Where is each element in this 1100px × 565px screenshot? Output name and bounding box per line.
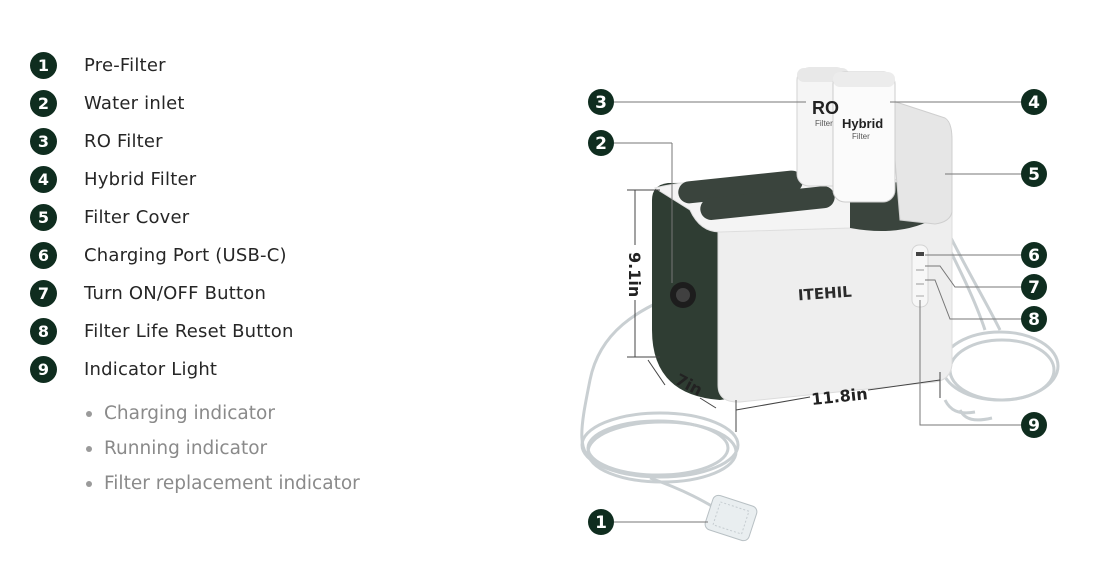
legend-label: Indicator Light [84,359,218,380]
ro-filter-subtitle: Filter [815,119,833,128]
number-badge: 3 [30,128,57,155]
number-badge: 6 [30,242,57,269]
number-badge: 8 [30,318,57,345]
callout-leader-lines [614,101,1021,523]
ro-filter-title: RO [812,98,839,118]
indicator-label: Charging indicator [104,403,275,424]
callout-badge-9: 9 [1021,412,1047,438]
hybrid-filter-illustration [832,71,896,203]
svg-text:2: 2 [595,134,607,154]
legend-item-5: 5 Filter Cover [30,204,390,232]
legend-item-3: 3 RO Filter [30,128,390,156]
callout-badge-6: 6 [1021,242,1047,268]
dimension-lines [627,189,941,432]
hybrid-filter-subtitle: Filter [852,132,870,141]
callout-badge-2: 2 [588,130,614,156]
legend-item-9: 9 Indicator Light [30,356,390,384]
legend-item-2: 2 Water inlet [30,90,390,118]
legend-label: Pre-Filter [84,55,166,76]
number-badge: 1 [30,52,57,79]
svg-text:9: 9 [1028,416,1040,436]
hybrid-filter-title: Hybrid [842,116,883,131]
legend-label: Turn ON/OFF Button [84,283,267,304]
number-badge: 9 [30,356,57,383]
callout-badge-1: 1 [588,509,614,535]
svg-text:3: 3 [595,93,607,113]
number-badge: 7 [30,280,57,307]
svg-text:5: 5 [1028,165,1040,185]
dimension-height: 9.1in [625,252,644,297]
number-badge: 4 [30,166,57,193]
indicator-label: Running indicator [104,438,268,459]
svg-text:7: 7 [1028,278,1040,298]
bullet-icon [86,411,92,417]
legend-label: RO Filter [84,131,163,152]
legend-item-8: 8 Filter Life Reset Button [30,318,390,346]
legend-item-6: 6 Charging Port (USB-C) [30,242,390,270]
callout-badge-7: 7 [1021,274,1047,300]
legend-label: Hybrid Filter [84,169,197,190]
svg-text:4: 4 [1028,93,1040,113]
legend-item-4: 4 Hybrid Filter [30,166,390,194]
number-badge: 2 [30,90,57,117]
svg-text:8: 8 [1028,310,1040,330]
callout-badge-8: 8 [1021,306,1047,332]
svg-text:6: 6 [1028,246,1040,266]
indicator-label: Filter replacement indicator [104,473,360,494]
callout-badge-5: 5 [1021,161,1047,187]
legend-label: Filter Life Reset Button [84,321,294,342]
purifier-body-illustration [652,99,953,403]
brand-logo: ITEHIL [797,283,852,305]
bullet-icon [86,446,92,452]
legend-label: Filter Cover [84,207,190,228]
callout-badge-3: 3 [588,89,614,115]
legend-label: Water inlet [84,93,185,114]
number-badge: 5 [30,204,57,231]
tubing-left-illustration [580,294,740,514]
legend-item-7: 7 Turn ON/OFF Button [30,280,390,308]
legend-label: Charging Port (USB-C) [84,245,287,266]
svg-text:1: 1 [595,513,607,533]
callout-badge-4: 4 [1021,89,1047,115]
legend-item-1: 1 Pre-Filter [30,52,390,80]
bullet-icon [86,481,92,487]
pre-filter-illustration [704,494,758,542]
